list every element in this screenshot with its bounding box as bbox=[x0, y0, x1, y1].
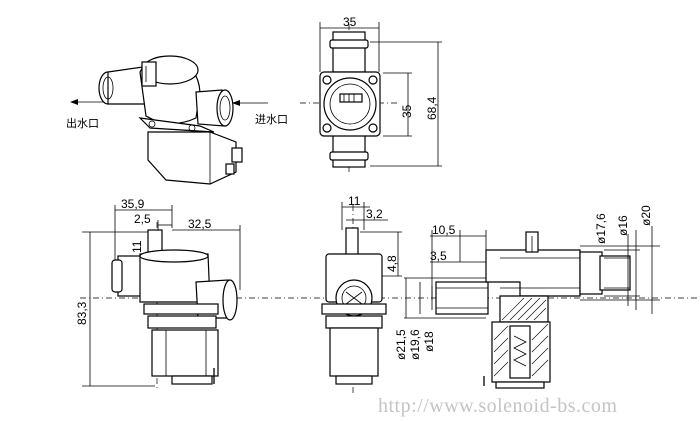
dim-section-b: 3,5 bbox=[430, 249, 447, 263]
dim-dia-17-6: ø17,6 bbox=[594, 213, 608, 244]
dim-side-tab: 4,8 bbox=[385, 255, 399, 272]
isometric-view bbox=[70, 55, 268, 185]
dim-top-width: 35 bbox=[343, 15, 357, 29]
watermark: http://www.solenoid-bs.com bbox=[378, 395, 617, 417]
section-view bbox=[404, 226, 660, 389]
dim-side-small: 3,2 bbox=[366, 207, 383, 221]
side-view bbox=[321, 202, 402, 395]
dim-front-tab: 11 bbox=[130, 240, 144, 253]
dim-front-width: 35,9 bbox=[121, 197, 145, 211]
dim-dia-18: ø18 bbox=[422, 331, 436, 352]
dim-dia-21-5: ø21,5 bbox=[394, 329, 408, 360]
dim-top-body: 35 bbox=[400, 104, 414, 118]
dim-section-a: 10,5 bbox=[432, 223, 456, 237]
dim-dia-19-6: ø19,6 bbox=[408, 329, 422, 360]
dim-front-right: 32,5 bbox=[188, 217, 212, 231]
dim-top-height: 68,4 bbox=[425, 96, 439, 120]
inlet-label: 进水口 bbox=[255, 113, 288, 126]
dim-side-width: 11 bbox=[348, 194, 361, 208]
outlet-label: 出水口 bbox=[66, 116, 99, 130]
front-view bbox=[80, 205, 700, 390]
dim-dia-16: ø16 bbox=[616, 215, 630, 236]
dim-dia-20: ø20 bbox=[639, 205, 653, 226]
dim-front-height: 83,3 bbox=[75, 301, 89, 325]
top-view bbox=[300, 22, 442, 172]
dim-front-small: 2,5 bbox=[134, 212, 151, 226]
